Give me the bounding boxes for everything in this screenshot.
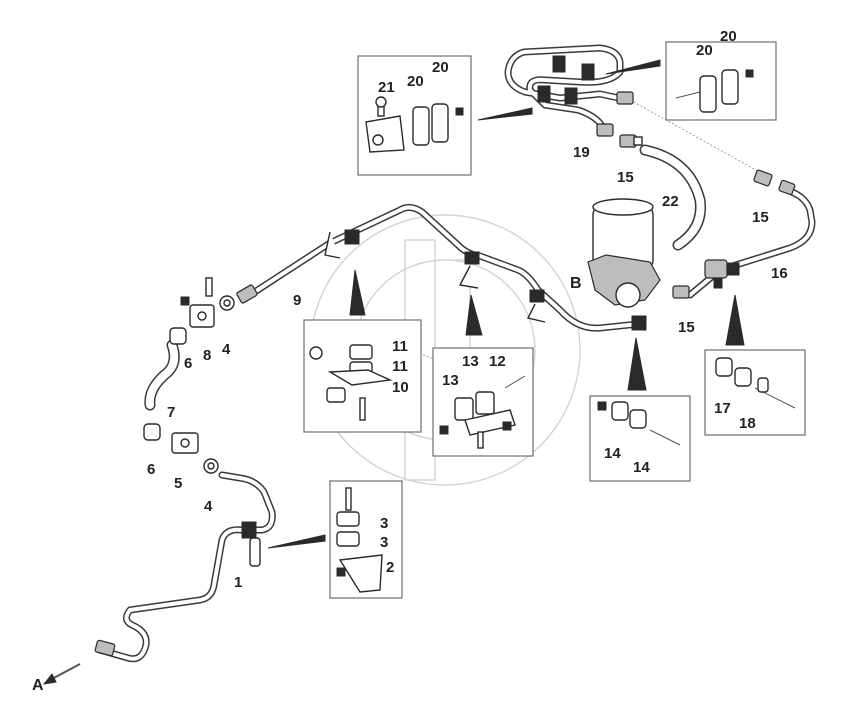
elbow-6-top [169,327,187,345]
detail-box-21-20 [357,55,472,176]
callout-10: 10 [392,379,409,396]
fitting-end-pipe-1 [94,639,116,657]
callout-8: 8 [203,347,211,364]
tee-fitting-16 [704,259,740,289]
callout-7: 7 [167,404,175,421]
pipe-16 [686,188,816,299]
detail-box-20-20 [665,41,777,121]
callout-20c: 20 [696,42,713,59]
clamp-pipe-19 [537,55,595,105]
hose-7 [144,339,180,411]
callout-22: 22 [662,193,679,210]
callout-15a: 15 [617,169,634,186]
fitting-15-lower [672,285,690,299]
callout-15b: 15 [752,209,769,226]
detail-box-14-14 [589,395,691,482]
clamp-pipe-9-c [526,289,546,323]
washers-4 [203,295,235,474]
callout-labels: 1 2 3 3 4 4 5 6 6 7 8 9 10 11 11 12 13 1… [32,28,788,694]
callout-2: 2 [386,559,394,576]
bolts [180,277,213,306]
callout-9: 9 [293,292,301,309]
elbow-6-bottom [143,423,161,441]
air-dryer [587,198,661,308]
callout-1: 1 [234,574,242,591]
callout-13b: 13 [442,372,459,389]
fitting-15-right [753,169,796,196]
callout-3a: 3 [380,515,388,532]
bracket-5 [171,432,199,454]
detail-box-11-10 [303,319,422,433]
arrow-A [42,663,81,685]
hose-22 [639,144,707,251]
callout-20d: 20 [720,28,737,45]
detail-box-13-12 [432,347,534,457]
clamp-pipe-9-b [458,251,480,289]
callout-20b: 20 [432,59,449,76]
callout-6a: 6 [184,355,192,372]
callout-14b: 14 [633,459,650,476]
callout-11b: 11 [392,358,408,375]
callout-5: 5 [174,475,182,492]
callout-4b: 4 [204,498,213,515]
pointer-wedges [267,59,745,549]
callout-18: 18 [739,415,756,432]
callout-17: 17 [714,400,731,417]
callout-19: 19 [573,144,590,161]
callout-3b: 3 [380,534,388,551]
callout-14a: 14 [604,445,621,462]
fitting-end-pipe-9 [236,284,258,304]
ref-label-B: B [570,275,582,292]
callout-21: 21 [378,79,395,96]
fitting-19 [596,91,634,137]
callout-15c: 15 [678,319,695,336]
detail-box-17-18 [704,349,806,436]
callout-20a: 20 [407,73,424,90]
callout-16: 16 [771,265,788,282]
callout-12: 12 [489,353,506,370]
pipe-1 [96,471,276,663]
callout-11a: 11 [392,338,408,355]
ref-label-A: A [32,677,44,694]
bracket-8 [189,304,215,328]
clamp-pipe-1 [241,521,261,567]
callout-4a: 4 [222,341,231,358]
fitting-15-left [619,134,643,148]
callout-13a: 13 [462,353,479,370]
detail-box-3-2 [329,480,403,599]
clamp-pipe-9-a [324,229,360,259]
clamp-pipe-9-d [631,315,647,331]
pipe-9 [246,203,642,332]
callout-6b: 6 [147,461,155,478]
